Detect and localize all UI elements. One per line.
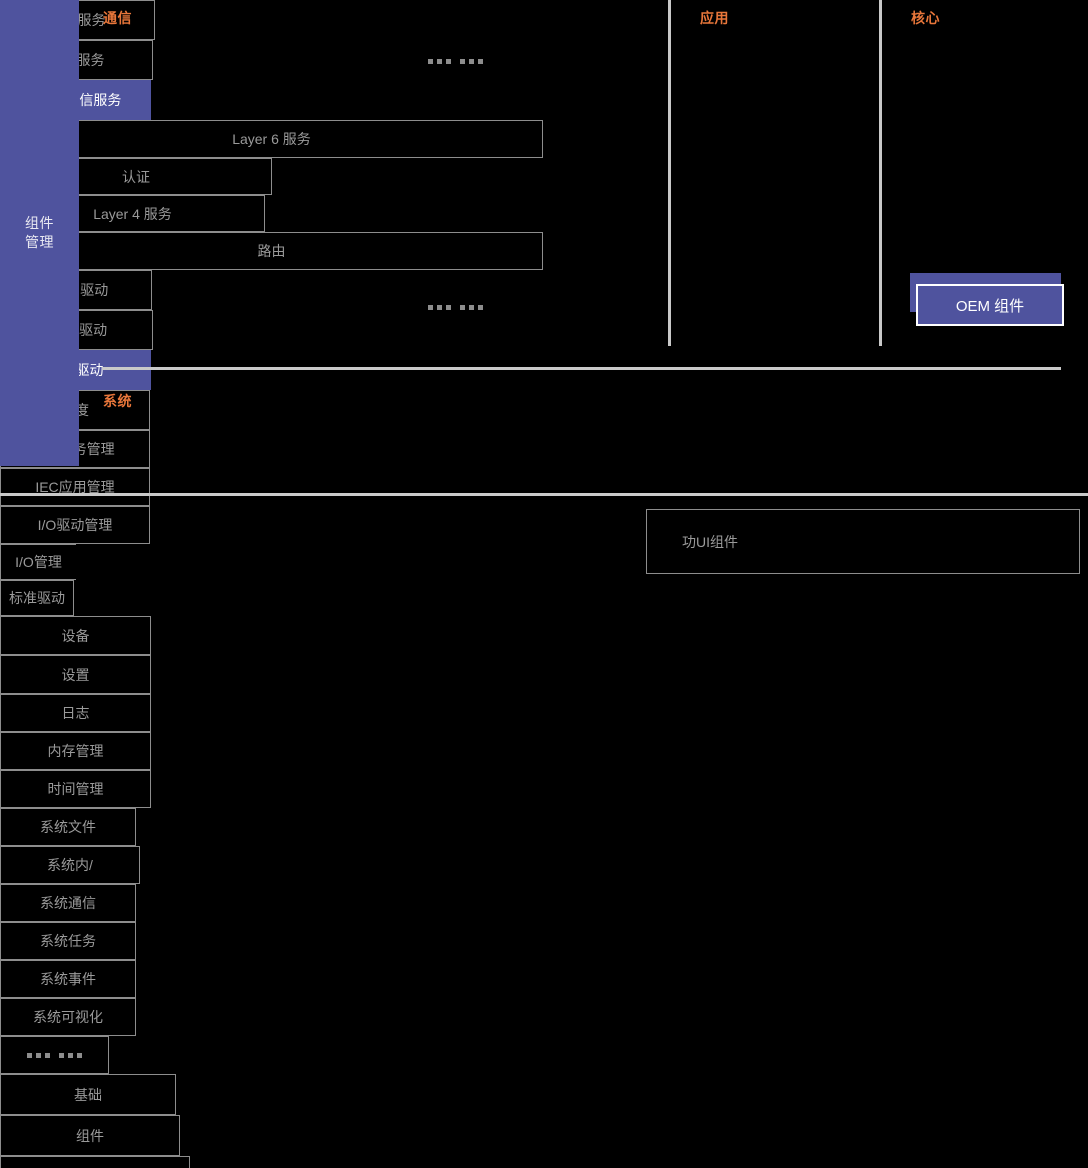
box-system-file[interactable]: 系统文件 — [0, 808, 136, 846]
box-system-task[interactable]: 系统任务 — [0, 922, 136, 960]
box-core-oem-component-label: OEM 组件 — [955, 297, 1025, 315]
footer-right-group — [646, 509, 1080, 574]
footer-right-group-label: 功UI组件 — [682, 534, 738, 550]
box-system-event[interactable]: 系统事件 — [0, 960, 136, 998]
section-title-app: 应用 — [700, 10, 729, 26]
box-comm-layer6-service[interactable]: Layer 6 服务 — [0, 120, 543, 158]
box-app-standard-driver[interactable]: 标准驱动 — [0, 580, 74, 616]
divider-vertical-core — [879, 0, 882, 346]
box-system-communication[interactable]: 系统通信 — [0, 884, 136, 922]
box-core-log[interactable]: 日志 — [0, 694, 151, 732]
section-title-core: 核心 — [911, 10, 940, 26]
box-system-visualization[interactable]: 系统可视化 — [0, 998, 136, 1036]
box-footer-component[interactable]: 组件 — [0, 1115, 180, 1156]
divider-horizontal-system — [102, 367, 1061, 370]
ellipsis-comm-row5 — [428, 305, 483, 310]
box-core-memory-management[interactable]: 内存管理 — [0, 732, 151, 770]
box-core-time-management[interactable]: 时间管理 — [0, 770, 151, 808]
divider-horizontal-footer — [0, 493, 1088, 496]
box-app-iec-application-management[interactable]: IEC应用管理 — [0, 468, 150, 506]
section-title-system: 系统 — [103, 393, 132, 409]
box-app-io-driver-management[interactable]: I/O驱动管理 — [0, 506, 150, 544]
box-footer-basic[interactable]: 基础 — [0, 1074, 176, 1115]
ellipsis-system-more — [27, 1052, 82, 1058]
box-footer-oem-plugin[interactable]: OEM 插件 — [0, 1156, 190, 1168]
sidebar-label: 组件管理 — [25, 215, 54, 250]
box-core-oem-component[interactable]: OEM 组件 — [916, 284, 1064, 326]
sidebar-component-management[interactable]: 组件管理 — [0, 0, 79, 466]
ellipsis-comm-row1 — [428, 59, 483, 64]
box-core-device[interactable]: 设备 — [0, 616, 151, 655]
divider-vertical-app — [668, 0, 671, 346]
box-comm-routing[interactable]: 路由 — [0, 232, 543, 270]
box-core-settings[interactable]: 设置 — [0, 655, 151, 694]
box-system-memory[interactable]: 系统内/ — [0, 846, 140, 884]
section-title-comm: 通信 — [103, 10, 132, 26]
box-app-io-management[interactable]: I/O管理 — [0, 544, 76, 580]
box-system-more[interactable] — [0, 1036, 109, 1074]
